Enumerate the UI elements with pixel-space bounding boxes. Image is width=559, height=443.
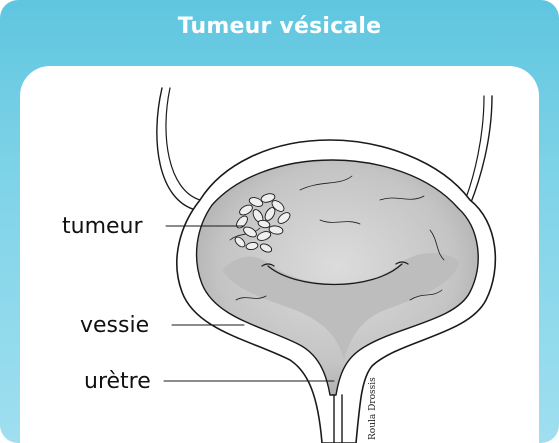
tumor-label: tumeur (62, 214, 143, 239)
illustrator-credit: Roula Drossis (368, 377, 378, 440)
left-pelvic-wall-inner (166, 88, 200, 200)
right-pelvic-wall (470, 96, 492, 205)
bladder-label: vessie (80, 313, 149, 338)
right-pelvic-wall-inner (466, 96, 484, 198)
urethra-label: urètre (84, 369, 151, 394)
left-pelvic-wall (157, 88, 196, 210)
